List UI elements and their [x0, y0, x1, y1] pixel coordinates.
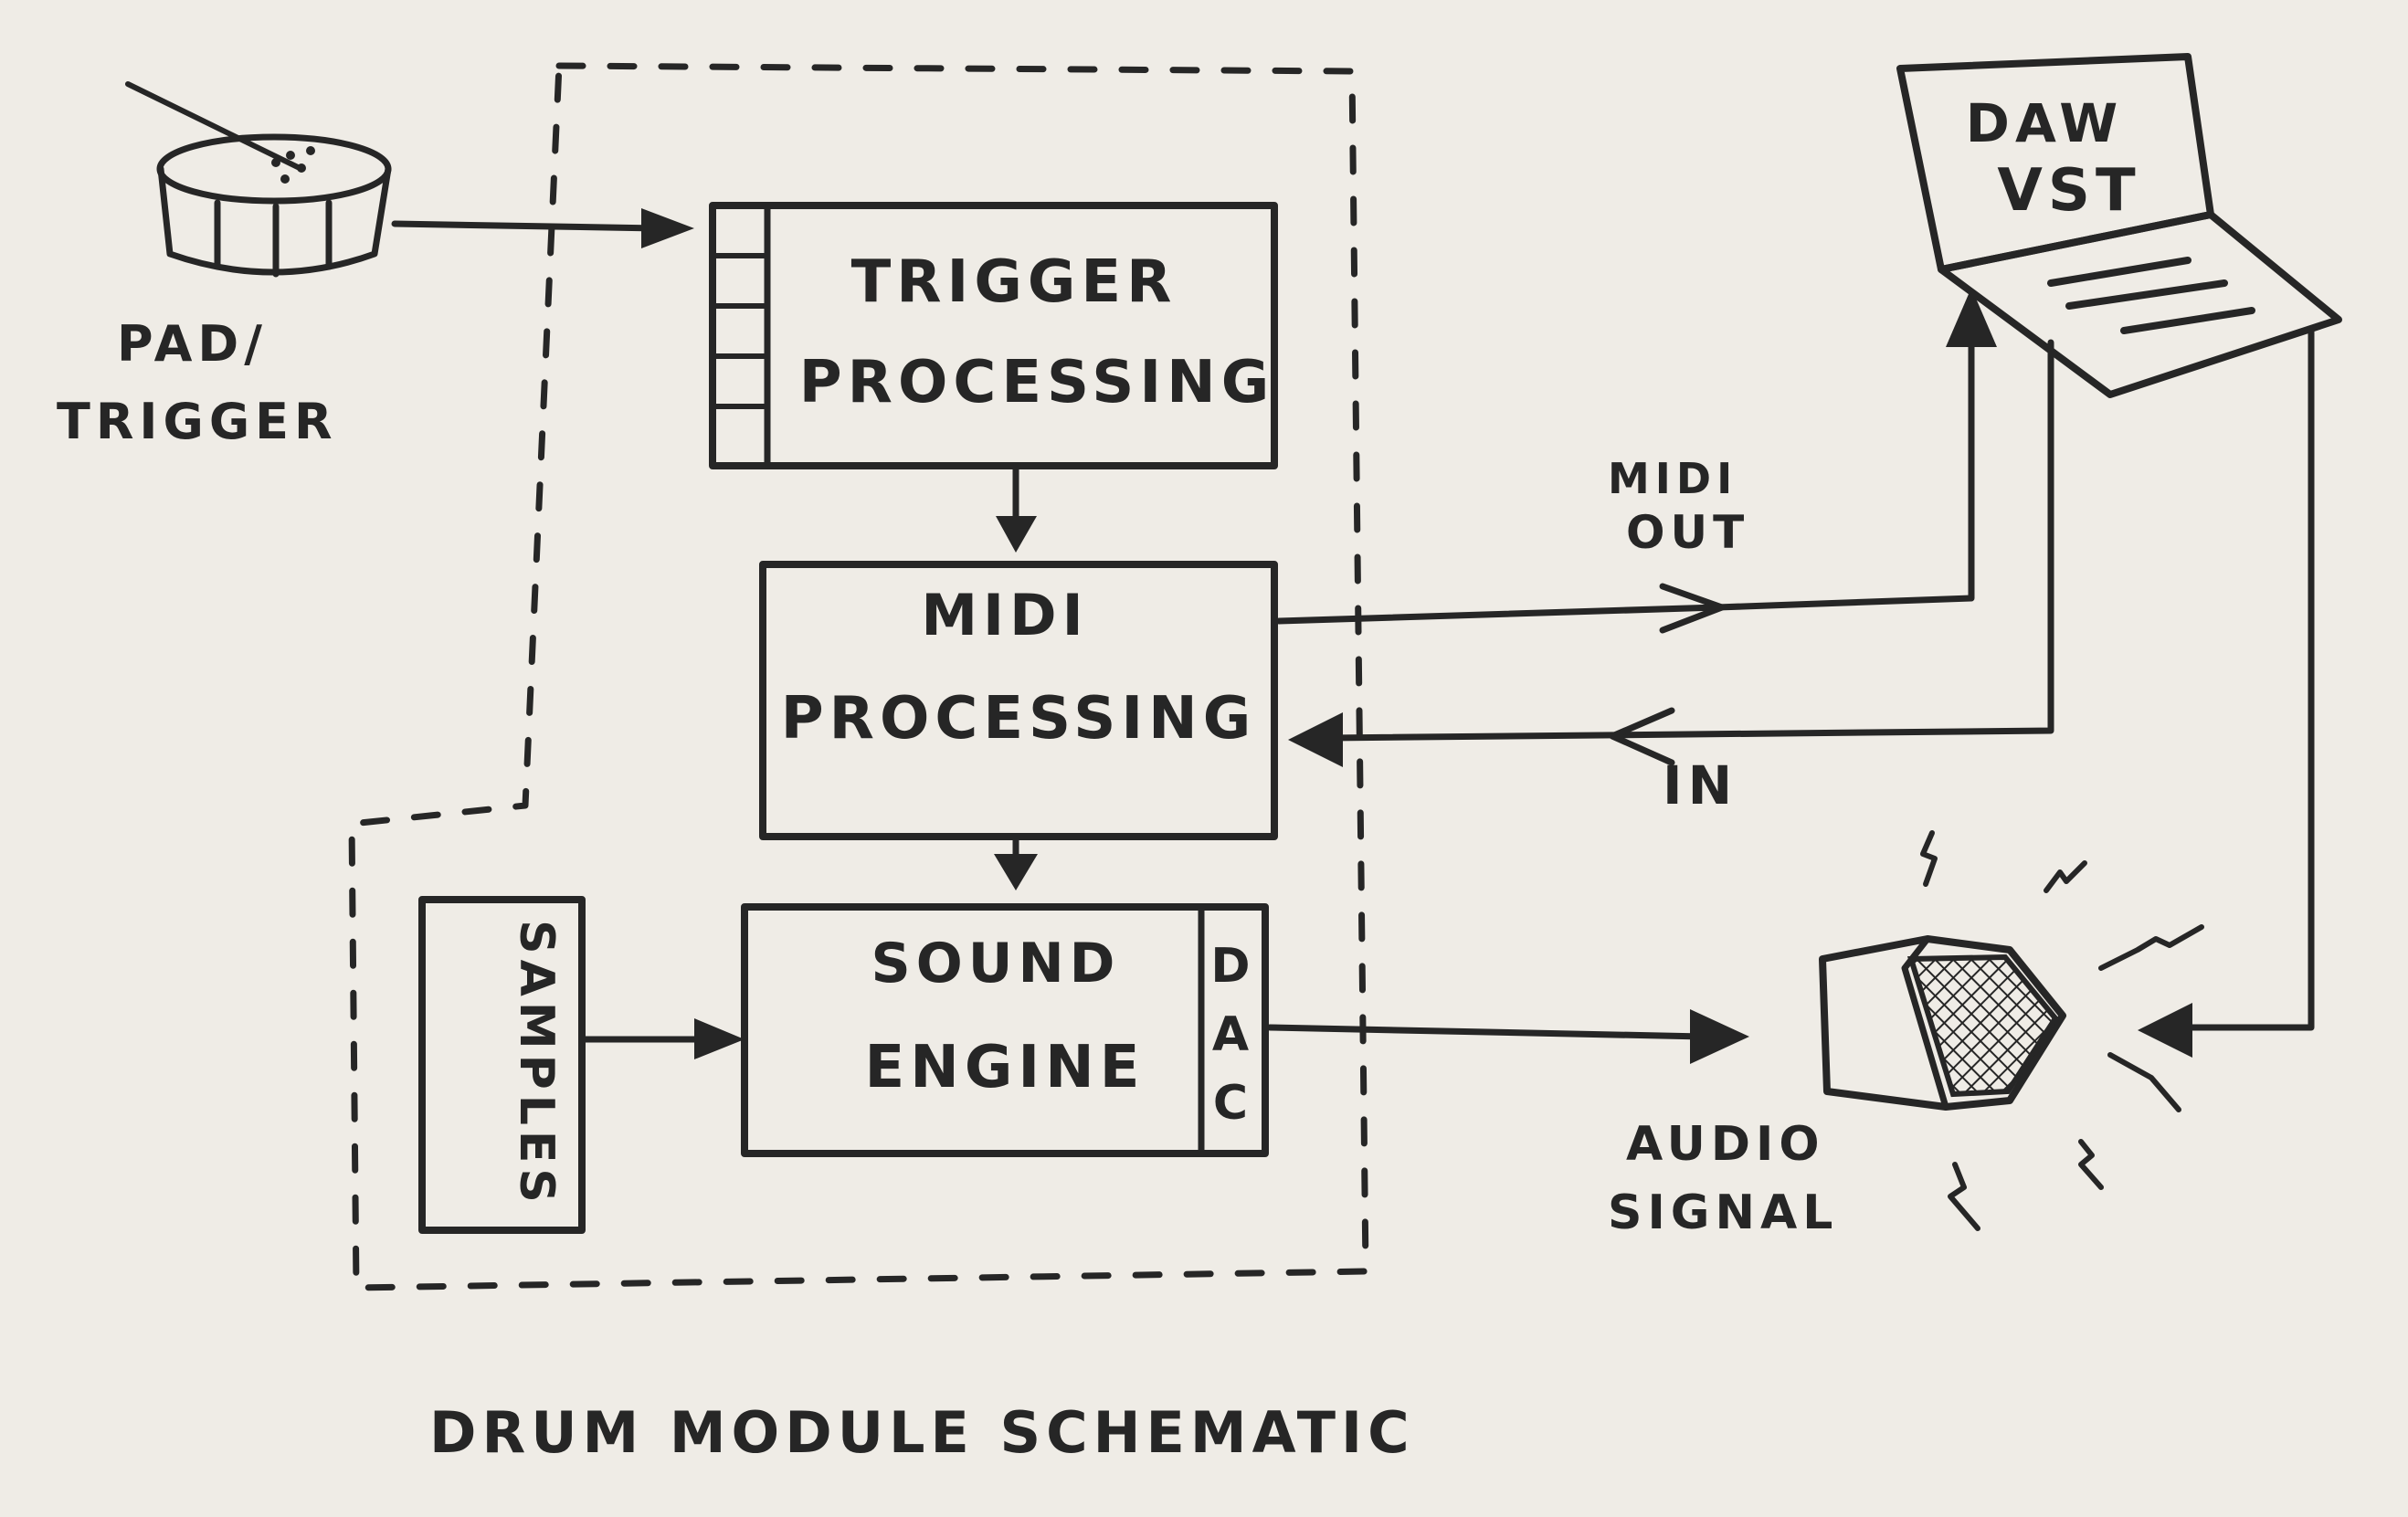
- trigger-to-midi-arrow: [996, 464, 1037, 553]
- sound-engine-block: [741, 903, 1269, 1157]
- trigger-processing-block: [709, 202, 1278, 469]
- sound-wave-marks: [1920, 830, 2204, 1231]
- speaker-icon: [1819, 935, 2066, 1111]
- midi-out-label-line1: MIDI: [1608, 454, 1737, 503]
- pad-to-trigger-arrow: [391, 208, 694, 248]
- drum-pad-icon: [125, 81, 392, 278]
- audio-signal-label-line1: AUDIO: [1626, 1117, 1825, 1172]
- samples-to-sound-arrow: [581, 1018, 745, 1059]
- laptop-label-line2: VST: [1997, 157, 2140, 225]
- samples-label: SAMPLES: [509, 920, 564, 1208]
- audio-signal-arrow: [1266, 1009, 1749, 1064]
- pad-label-line1: PAD/: [117, 315, 268, 373]
- trigger-processing-label-line2: PROCESSING: [799, 349, 1275, 416]
- midi-processing-label-line1: MIDI: [921, 582, 1088, 648]
- midi-out-label-line2: OUT: [1626, 506, 1749, 559]
- midi-processing-label-line2: PROCESSING: [781, 685, 1257, 753]
- dac-label-a: A: [1212, 1007, 1254, 1062]
- laptop-icon: [1896, 53, 2342, 398]
- laptop-label-line1: DAW: [1966, 92, 2123, 154]
- sound-engine-label-line2: ENGINE: [865, 1034, 1146, 1101]
- midi-in-label: IN: [1663, 754, 1737, 816]
- trigger-processing-label-line1: TRIGGER: [851, 248, 1178, 316]
- diagram-caption: DRUM MODULE SCHEMATIC: [429, 1399, 1415, 1466]
- midi-processing-block: [759, 561, 1278, 840]
- midi-out-arrow: [1275, 288, 1997, 634]
- samples-block: [418, 896, 586, 1234]
- midi-in-arrow: [1288, 339, 2054, 767]
- audio-signal-label-line2: SIGNAL: [1608, 1185, 1838, 1240]
- pad-label-line2: TRIGGER: [57, 393, 338, 450]
- module-boundary: [348, 62, 1369, 1291]
- sound-engine-label-line1: SOUND: [871, 932, 1121, 996]
- dac-label-d: D: [1210, 939, 1255, 994]
- laptop-to-speaker-arrow: [2138, 325, 2315, 1058]
- dac-label-c: C: [1213, 1076, 1253, 1131]
- midi-to-sound-arrow: [994, 835, 1038, 890]
